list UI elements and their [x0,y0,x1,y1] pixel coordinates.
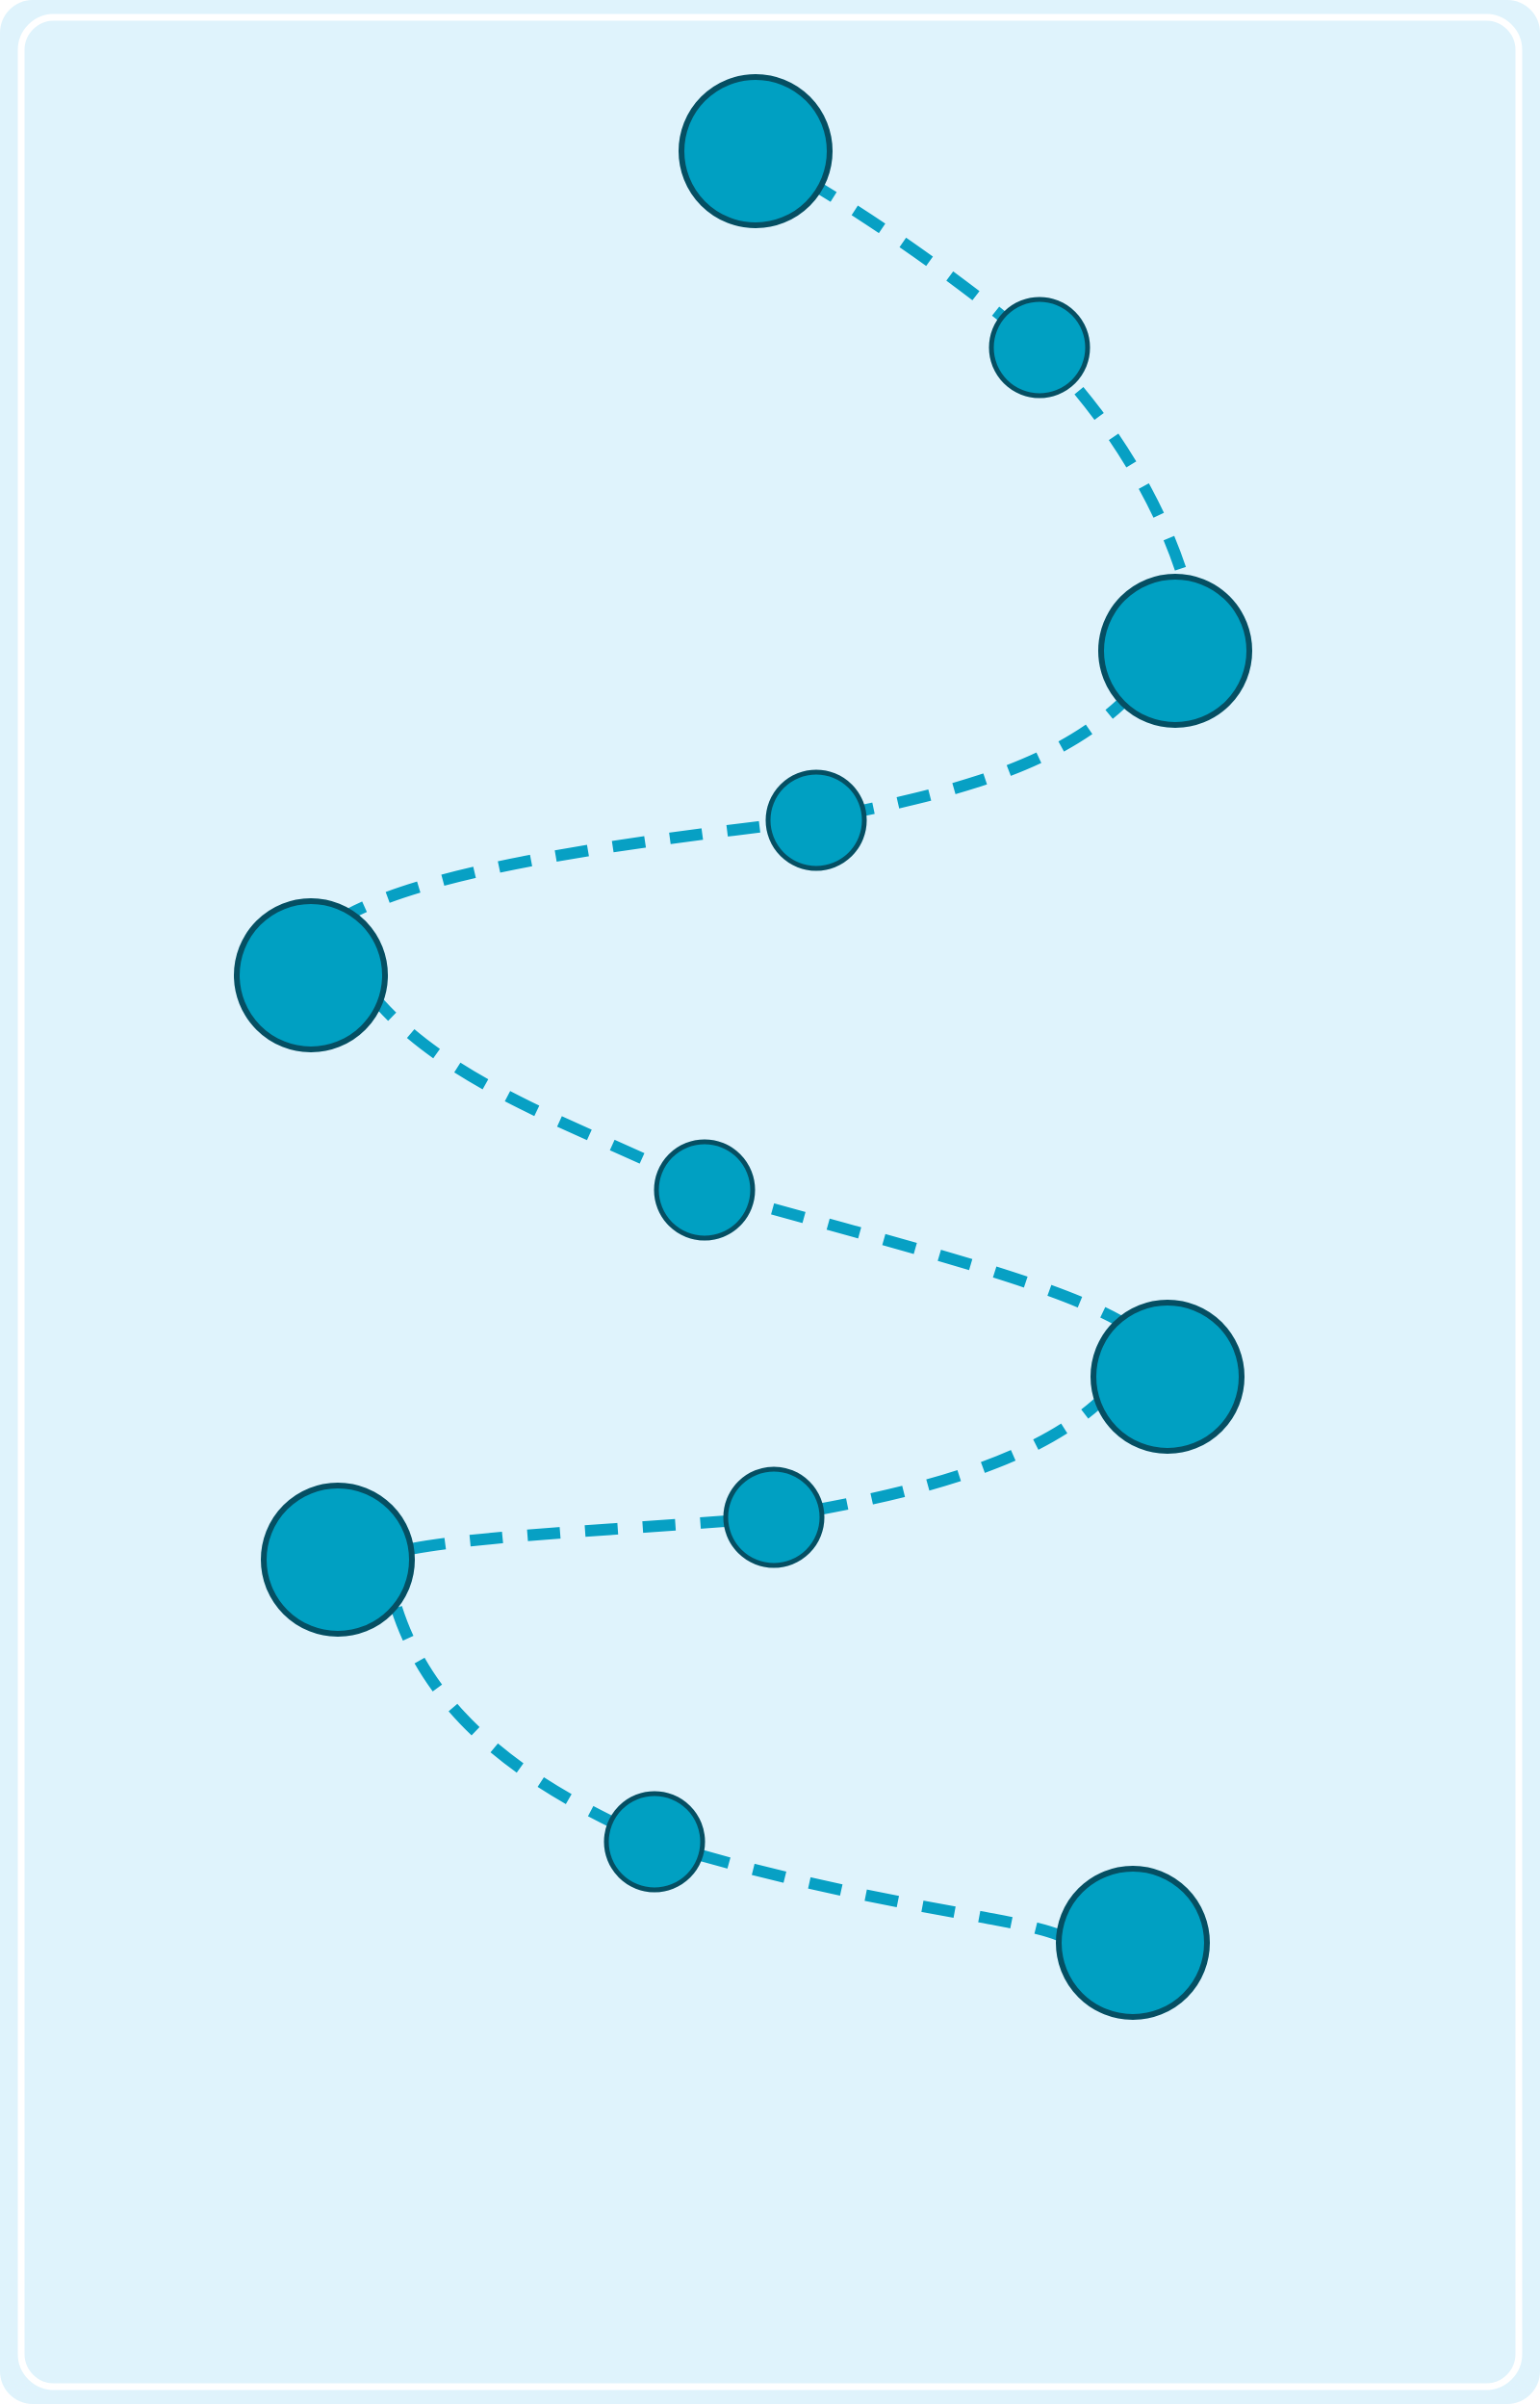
minor-node-6 [654,1139,756,1241]
major-node-1 [679,74,833,228]
major-node-9 [261,1483,415,1637]
minor-node-4 [765,769,867,871]
major-node-11 [1056,1866,1210,2020]
minor-node-2 [988,297,1091,399]
major-node-3 [1098,574,1252,728]
major-node-5 [234,898,388,1052]
major-node-7 [1091,1300,1245,1454]
node-layer [234,74,1252,2020]
minor-node-8 [723,1466,825,1568]
minor-node-10 [603,1791,706,1893]
inner-frame [17,13,1523,2391]
